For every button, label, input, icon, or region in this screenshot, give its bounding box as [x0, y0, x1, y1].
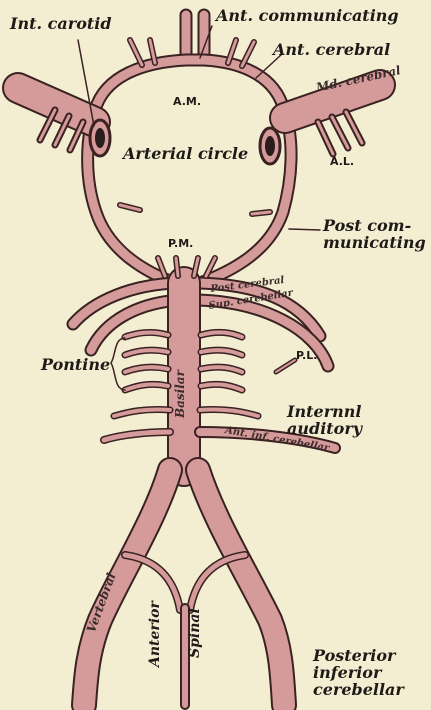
label-pontine: Pontine: [41, 357, 110, 373]
label-int-carotid: Int. carotid: [10, 16, 112, 32]
pontine-brace: [111, 338, 125, 390]
label-internal-auditory: Internnl auditory: [287, 404, 362, 438]
label-spinal: Spinal: [188, 608, 202, 658]
label-ant-cerebral: Ant. cerebral: [273, 42, 390, 58]
label-basilar: Basilar: [174, 370, 186, 418]
label-arterial-circle: Arterial circle: [123, 146, 248, 162]
label-ant-communicating: Ant. communicating: [216, 8, 399, 24]
label-am: A.M.: [173, 96, 201, 107]
label-pm: P.M.: [168, 238, 193, 249]
post-communicating-leader: [289, 229, 320, 230]
label-pl: P.L.: [296, 350, 317, 361]
label-al: A.L.: [330, 156, 354, 167]
label-anterior: Anterior: [148, 601, 162, 667]
label-post-communicating: Post com- municating: [323, 218, 426, 252]
label-posterior-inferior-cerebellar: Posterior inferior cerebellar: [313, 648, 404, 698]
